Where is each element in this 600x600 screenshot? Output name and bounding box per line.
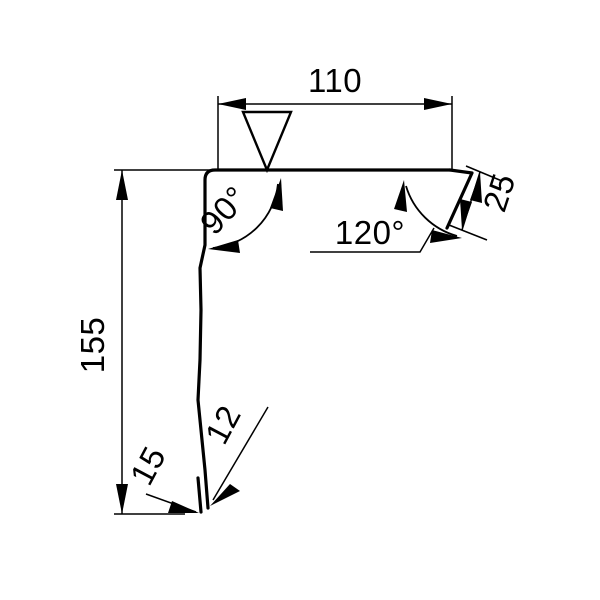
profile-geometry <box>196 168 474 514</box>
arrowhead-90-end <box>270 178 283 211</box>
dimension-label-110: 110 <box>308 62 362 99</box>
arrowhead-120-start <box>394 180 407 212</box>
angle-label-90: 90° <box>193 179 255 242</box>
ext-line-25-bottom <box>448 224 488 241</box>
arrowhead-25-bottom <box>460 199 472 230</box>
arrowhead-155-bottom <box>116 484 128 514</box>
leader-line-120 <box>310 227 435 253</box>
inverted-triangle-icon <box>241 110 293 174</box>
arrowhead-120-end <box>430 230 462 243</box>
dimension-label-12: 12 <box>198 399 248 450</box>
arrowhead-90-start <box>208 240 240 253</box>
angle-120-arc <box>405 185 458 237</box>
dimension-15-group: 15 <box>123 440 199 513</box>
arrowhead-15 <box>168 501 199 513</box>
dimension-110-group: 110 <box>217 62 453 170</box>
angle-label-120: 120° <box>335 214 405 251</box>
arrowhead-12 <box>210 484 240 506</box>
arrowhead-110-left <box>218 98 246 110</box>
dimension-label-155: 155 <box>74 317 111 374</box>
angle-120-group: 120° <box>310 180 462 253</box>
dimension-12-group: 12 <box>198 399 269 506</box>
leader-line-12 <box>212 406 269 501</box>
bottom-lip-inner-path <box>196 476 203 514</box>
profile-outline-path <box>196 168 452 510</box>
arrowhead-155-top <box>116 170 128 200</box>
dimension-label-25: 25 <box>476 169 523 216</box>
dimension-155-group: 155 <box>74 169 212 515</box>
arrowhead-25-top <box>470 172 482 203</box>
ext-line-25-top <box>465 165 503 182</box>
return-lip-path <box>445 168 474 230</box>
datum-triangle-symbol <box>241 110 293 174</box>
dimension-label-15: 15 <box>123 440 173 491</box>
arrowhead-110-right <box>424 98 452 110</box>
